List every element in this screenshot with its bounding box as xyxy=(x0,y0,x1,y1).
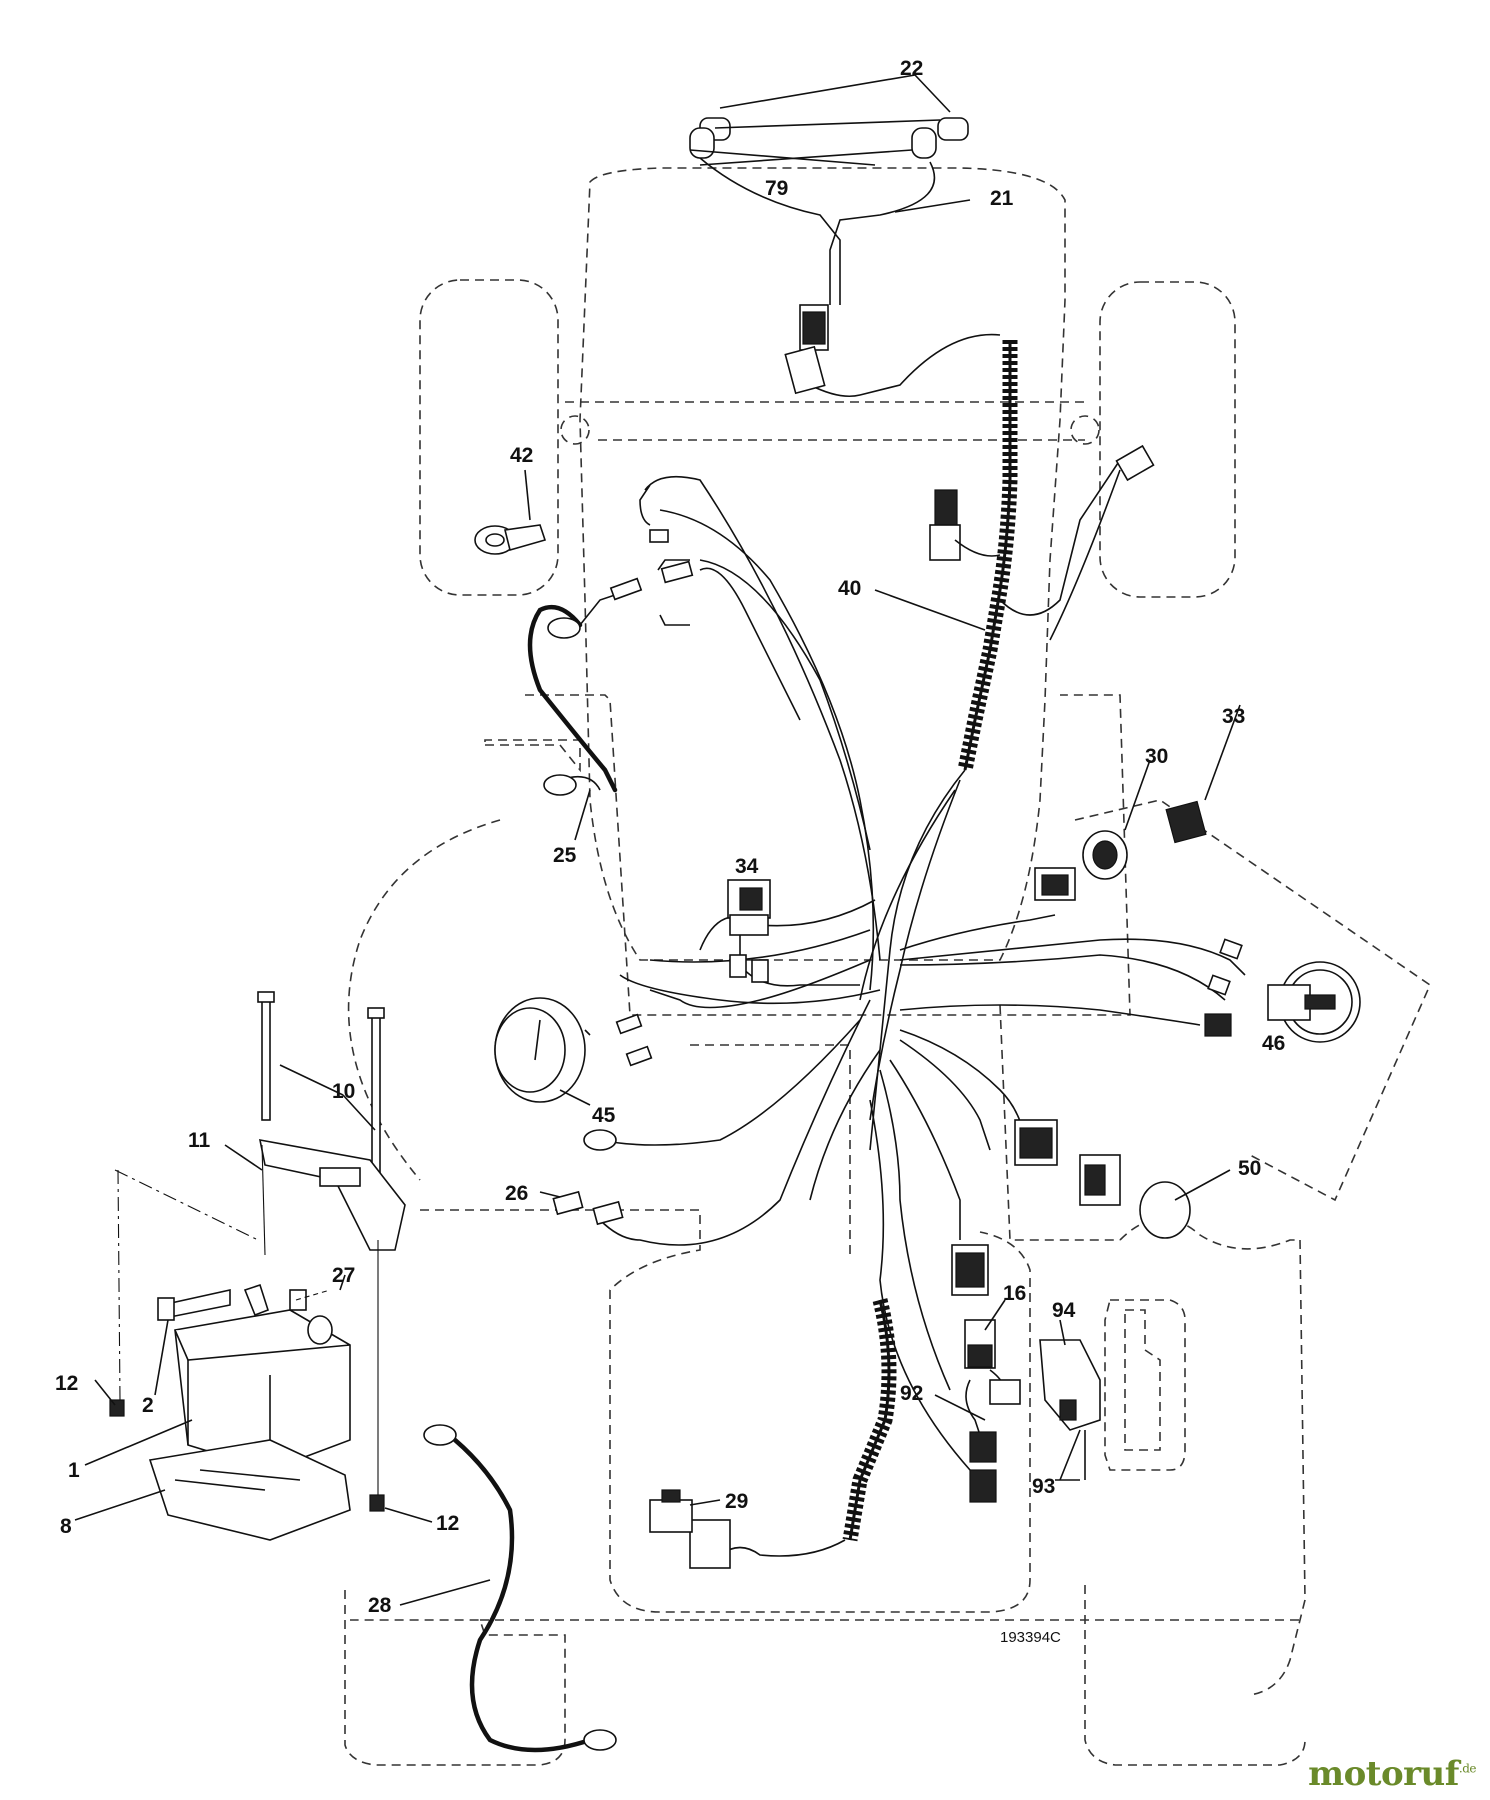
callout-94: 94 xyxy=(1052,1299,1076,1322)
callout-34: 34 xyxy=(735,855,759,878)
callout-1: 1 xyxy=(68,1459,80,1482)
fuse-part xyxy=(552,1190,624,1226)
safety-switches xyxy=(964,1319,1101,1503)
callout-42: 42 xyxy=(510,444,533,467)
brand-suffix: .de xyxy=(1458,1761,1477,1776)
callout-11: 11 xyxy=(188,1129,211,1152)
callout-12-right: 12 xyxy=(436,1512,459,1535)
ignition-switch-part xyxy=(1034,830,1128,901)
callout-22: 22 xyxy=(900,57,923,80)
ground-cable xyxy=(527,577,643,796)
brand-name: motoruf xyxy=(1308,1754,1459,1794)
battery-holddown xyxy=(114,991,406,1505)
callout-79: 79 xyxy=(765,177,788,200)
callout-45: 45 xyxy=(592,1104,616,1127)
callout-30: 30 xyxy=(1145,745,1168,768)
callout-46: 46 xyxy=(1262,1032,1285,1055)
callout-33: 33 xyxy=(1222,705,1245,728)
switch-part xyxy=(727,879,860,987)
headlight-harness xyxy=(689,117,969,351)
grommet-part xyxy=(474,524,547,555)
callout-26: 26 xyxy=(505,1182,528,1205)
callout-21: 21 xyxy=(990,187,1014,210)
battery-cable xyxy=(423,1424,617,1753)
callout-25: 25 xyxy=(553,844,577,867)
callout-12-left: 12 xyxy=(55,1372,78,1395)
callout-27: 27 xyxy=(332,1264,355,1287)
callout-29: 29 xyxy=(725,1490,748,1513)
callout-10: 10 xyxy=(332,1080,355,1103)
regulator-part xyxy=(1165,800,1207,844)
harness-connectors xyxy=(583,1119,1058,1296)
hour-meter-part xyxy=(494,997,653,1103)
tractor-outline xyxy=(344,167,1432,1766)
motoruf-watermark: motoruf.de xyxy=(1308,1754,1476,1794)
pto-switch-part xyxy=(1079,1154,1191,1239)
seat-switch xyxy=(649,1298,897,1569)
main-wiring-harness xyxy=(599,333,1246,1471)
callout-28: 28 xyxy=(368,1594,392,1617)
drawing-number: 193394C xyxy=(1000,1629,1061,1646)
callout-labels: 22 79 21 42 40 33 30 25 34 10 11 45 46 5… xyxy=(55,57,1285,1646)
callout-8: 8 xyxy=(60,1515,72,1538)
callout-16: 16 xyxy=(1003,1282,1026,1305)
callout-92: 92 xyxy=(900,1382,923,1405)
battery-assembly xyxy=(109,1283,385,1541)
callout-93: 93 xyxy=(1032,1475,1055,1498)
leader-lines xyxy=(74,74,1241,1606)
callout-2: 2 xyxy=(142,1394,154,1417)
ammeter-part xyxy=(1204,938,1361,1043)
callout-50: 50 xyxy=(1238,1157,1261,1180)
callout-40: 40 xyxy=(838,577,861,600)
